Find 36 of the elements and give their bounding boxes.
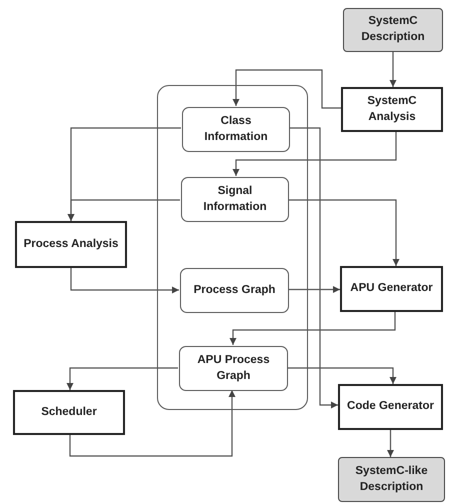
- node-label: SystemC Description: [360, 14, 426, 45]
- arrow: [68, 199, 180, 221]
- arrow: [289, 127, 338, 408]
- process-box: [338, 384, 443, 430]
- process-box: [179, 346, 288, 391]
- node-label: SystemC Analysis: [366, 94, 418, 124]
- document-box: [343, 8, 443, 52]
- process-box: [182, 107, 290, 152]
- node-label: APU Generator: [349, 281, 434, 296]
- node-label: APU Process Graph: [196, 352, 271, 384]
- arrow: [230, 312, 396, 345]
- node-label: Process Analysis: [22, 236, 120, 252]
- group-frame: [157, 85, 308, 410]
- arrow: [387, 430, 394, 457]
- node-label: Signal Information: [202, 184, 268, 214]
- node-label: Class Information: [203, 114, 269, 144]
- arrow: [287, 367, 396, 384]
- process-box: [13, 390, 125, 435]
- process-box: [341, 87, 443, 132]
- arrow: [288, 286, 340, 293]
- arrow: [288, 199, 400, 266]
- arrow: [232, 132, 397, 176]
- node-label: Code Generator: [346, 399, 435, 414]
- node-label: Scheduler: [40, 404, 98, 420]
- process-box: [15, 221, 127, 268]
- arrow: [69, 390, 236, 457]
- arrow: [390, 52, 396, 87]
- document-box: [338, 457, 445, 502]
- process-box: [340, 266, 443, 312]
- arrow: [232, 69, 341, 109]
- process-box: [181, 177, 289, 222]
- node-label: SystemC-like Description: [354, 464, 429, 494]
- arrow: [70, 268, 179, 294]
- process-box: [180, 268, 289, 313]
- arrow: [66, 367, 178, 390]
- node-label: Process Graph: [192, 282, 276, 298]
